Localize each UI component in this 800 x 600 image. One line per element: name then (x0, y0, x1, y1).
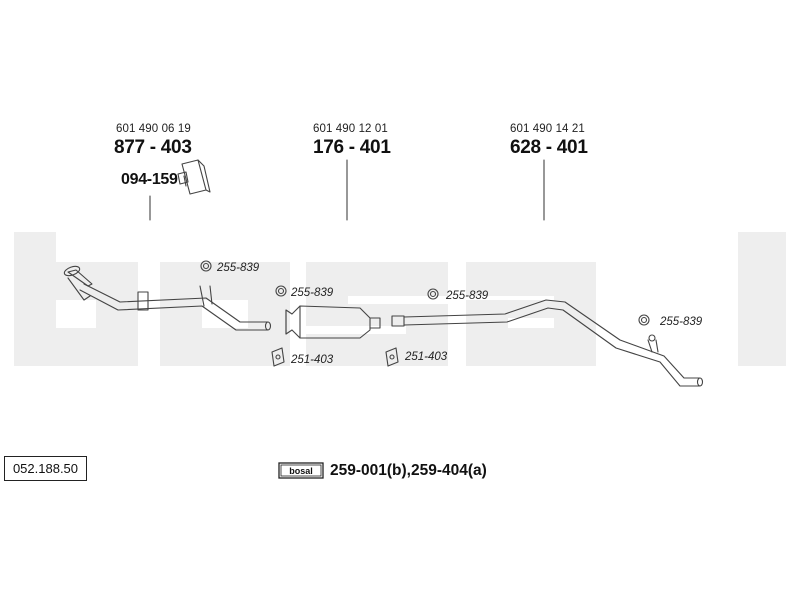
catalog-reference: 052.188.50 (4, 456, 87, 481)
logo-text: bosal (289, 466, 313, 476)
clamp-label-3: 255-839 (446, 290, 489, 302)
kit-numbers: 259-001(b),259-404(a) (330, 462, 487, 479)
part-number-rear-pipe: 628 - 401 (510, 137, 588, 158)
mount-symbol-1 (271, 347, 285, 367)
hanger-accessory (177, 159, 211, 195)
front-pipe (63, 265, 272, 331)
clamp-symbol-3 (427, 288, 439, 300)
part-number-hanger: 094-159 (121, 171, 178, 188)
clamp-symbol-2 (275, 285, 287, 297)
oem-number-rear-pipe: 601 490 14 21 (510, 123, 585, 135)
oem-number-middle-silencer: 601 490 12 01 (313, 123, 388, 135)
part-number-middle-silencer: 176 - 401 (313, 137, 391, 158)
mount-label-1: 251-403 (291, 354, 334, 366)
oem-number-front-pipe: 601 490 06 19 (116, 123, 191, 135)
clamp-symbol-4 (638, 314, 650, 326)
mount-label-2: 251-403 (405, 351, 448, 363)
middle-silencer (285, 305, 381, 339)
clamp-label-4: 255-839 (660, 316, 703, 328)
clamp-label-1: 255-839 (217, 262, 260, 274)
clamp-symbol-1 (200, 260, 212, 272)
mount-symbol-2 (385, 347, 399, 367)
bosal-logo: bosal (278, 462, 324, 479)
clamp-label-2: 255-839 (291, 287, 334, 299)
part-number-front-pipe: 877 - 403 (114, 137, 192, 158)
rear-pipe (391, 299, 704, 387)
